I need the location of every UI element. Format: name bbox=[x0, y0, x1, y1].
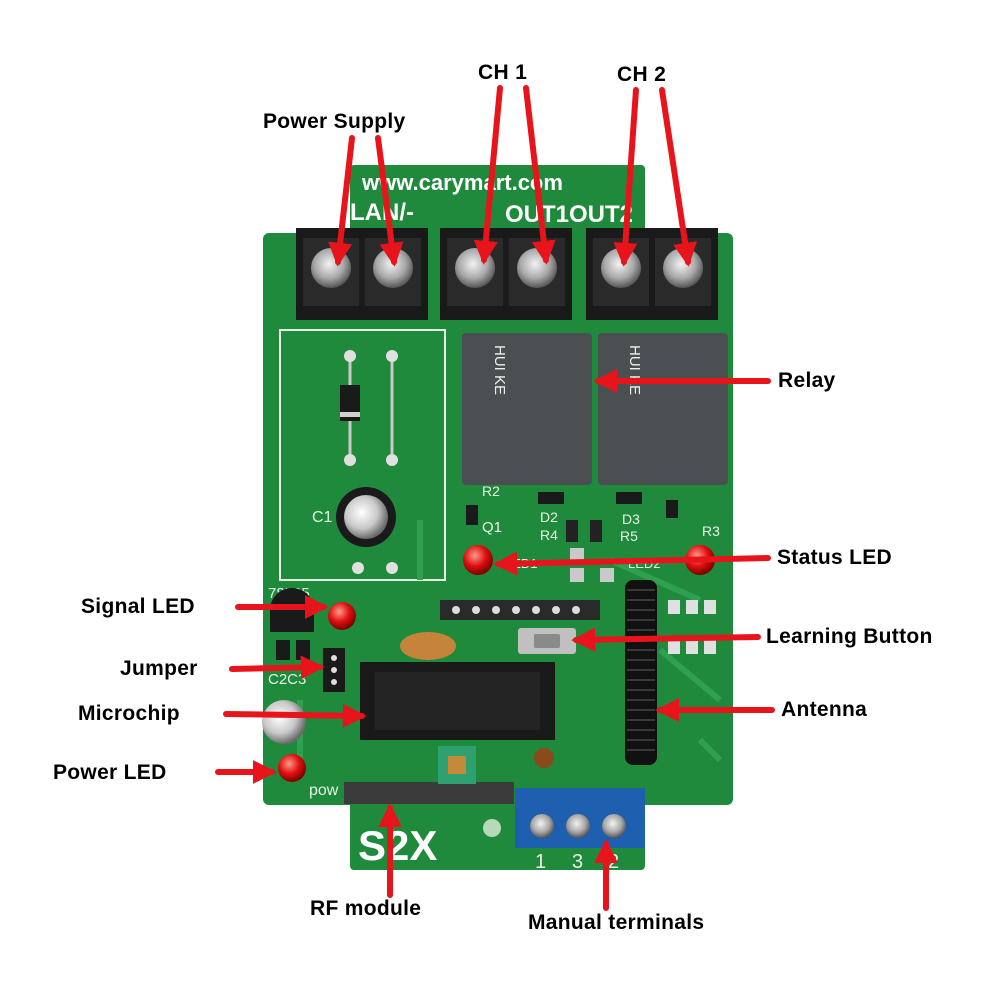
label-learning-button: Learning Button bbox=[766, 625, 933, 648]
status-led-1 bbox=[463, 545, 493, 575]
manual-terminal-block bbox=[515, 788, 645, 848]
manual-pin-3: 3 bbox=[572, 851, 583, 873]
board-r3-text: R3 bbox=[702, 523, 720, 539]
arrow-ch2-left bbox=[613, 87, 639, 267]
relay-2: HUI KE bbox=[598, 333, 728, 485]
relay-2-brand: HUI KE bbox=[626, 345, 643, 395]
label-microchip: Microchip bbox=[78, 702, 180, 725]
label-signal-led: Signal LED bbox=[81, 595, 195, 618]
mounting-hole bbox=[483, 819, 501, 837]
board-url: www.carymart.com bbox=[361, 170, 563, 195]
board-c2c3-text: C2C3 bbox=[268, 671, 306, 688]
arrow-ch1-left bbox=[473, 85, 503, 265]
arrow-power-supply-right bbox=[375, 135, 404, 267]
arrow-learning-button bbox=[571, 627, 761, 652]
label-power-led: Power LED bbox=[53, 761, 167, 784]
board-q1-text: Q1 bbox=[482, 519, 502, 536]
smd-components bbox=[466, 492, 678, 582]
arrow-ch1-right bbox=[523, 85, 556, 265]
board-r2-text: R2 bbox=[482, 483, 500, 499]
side-pads bbox=[668, 600, 716, 654]
manual-pin-1: 1 bbox=[535, 851, 546, 873]
capacitor-c1 bbox=[336, 487, 398, 574]
pointer-arrows bbox=[215, 85, 775, 911]
arrow-ch2-right bbox=[659, 87, 697, 267]
label-status-led: Status LED bbox=[777, 546, 893, 569]
terminal-block-ch1 bbox=[440, 228, 572, 320]
label-antenna: Antenna bbox=[781, 698, 868, 721]
arrow-power-supply-left bbox=[328, 135, 355, 267]
ceramic-capacitor bbox=[400, 632, 456, 660]
capacitor-c3 bbox=[276, 640, 310, 660]
arrow-jumper bbox=[229, 655, 325, 680]
learning-button bbox=[518, 628, 576, 654]
diode bbox=[340, 350, 398, 466]
antenna bbox=[625, 580, 657, 765]
label-relay: Relay bbox=[778, 369, 836, 392]
label-ch2: CH 2 bbox=[617, 63, 667, 86]
rf-module bbox=[344, 746, 554, 804]
board-terminals-left: LAN/- bbox=[350, 199, 414, 226]
manual-pin-2: 2 bbox=[608, 851, 619, 873]
signal-led bbox=[328, 602, 356, 630]
arrow-status-led bbox=[493, 551, 771, 576]
jumper bbox=[323, 648, 345, 692]
board-model: S2X bbox=[358, 822, 437, 869]
capacitor-c2 bbox=[262, 700, 306, 744]
microchip bbox=[360, 662, 555, 740]
board-terminals-right: OUT1OUT2 bbox=[505, 201, 633, 228]
power-led bbox=[278, 754, 306, 782]
terminal-block-ch2 bbox=[586, 228, 718, 320]
label-ch1: CH 1 bbox=[478, 61, 528, 84]
label-manual-terminals: Manual terminals bbox=[528, 911, 705, 934]
board-c1-text: C1 bbox=[312, 509, 333, 526]
board-d2-text: D2 bbox=[540, 509, 558, 525]
label-jumper: Jumper bbox=[120, 657, 198, 680]
board-r4-text: R4 bbox=[540, 527, 558, 543]
board-pow-text: pow bbox=[309, 782, 339, 799]
relay-1: HUI KE bbox=[462, 333, 592, 485]
pcb-top-tab bbox=[350, 165, 645, 235]
board-r5-text: R5 bbox=[620, 528, 638, 544]
label-power-supply: Power Supply bbox=[263, 110, 406, 133]
arrow-microchip bbox=[223, 703, 367, 728]
relay-1-brand: HUI KE bbox=[491, 345, 508, 395]
pcb-board bbox=[263, 233, 733, 870]
pin-header bbox=[440, 600, 600, 620]
terminal-block-power bbox=[296, 228, 428, 320]
board-d3-text: D3 bbox=[622, 511, 640, 527]
label-rf-module: RF module bbox=[310, 897, 422, 920]
